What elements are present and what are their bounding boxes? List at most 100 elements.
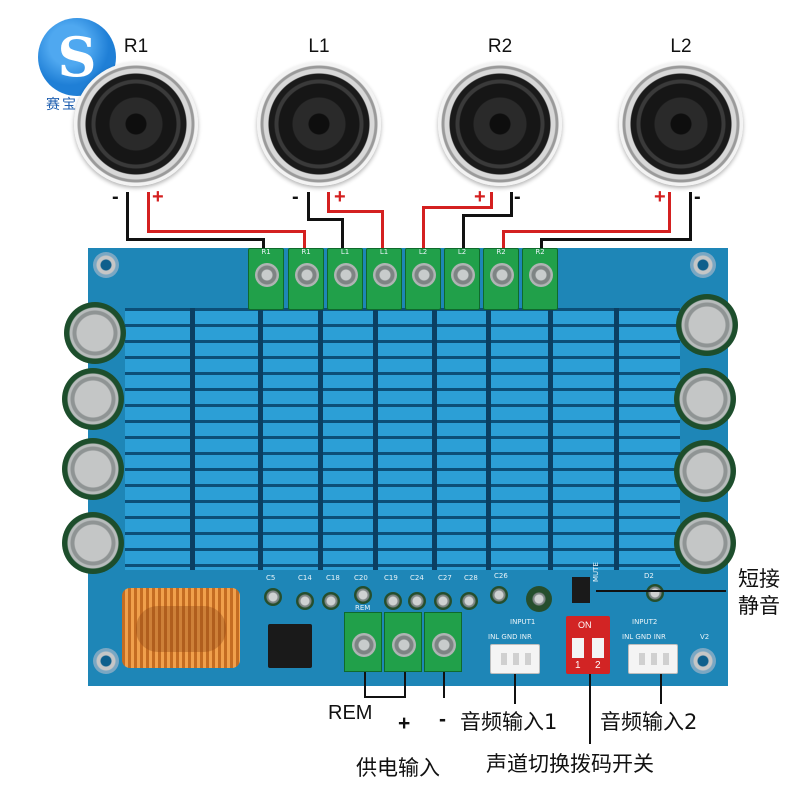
heatsink bbox=[125, 308, 680, 570]
power-terminal-rem[interactable] bbox=[344, 612, 382, 672]
capacitor bbox=[676, 294, 738, 356]
capacitor bbox=[62, 512, 124, 574]
screw-icon bbox=[529, 263, 553, 287]
screw-icon bbox=[432, 633, 456, 657]
silk-input2: INPUT2 bbox=[632, 618, 658, 626]
dip-on-label: ON bbox=[578, 620, 592, 630]
polarity-neg-r1: - bbox=[112, 186, 119, 208]
small-capacitor bbox=[384, 592, 402, 610]
capacitor bbox=[674, 368, 736, 430]
annotation-power-input: 供电输入 bbox=[356, 756, 440, 780]
speaker-label-r1: R1 bbox=[123, 36, 149, 57]
small-capacitor bbox=[296, 592, 314, 610]
annotation-channel-switch: 声道切换拨码开关 bbox=[486, 752, 654, 776]
mute-jumper-header[interactable] bbox=[572, 577, 590, 603]
speaker-l2 bbox=[619, 62, 743, 186]
silk-input1: INPUT1 bbox=[510, 618, 536, 626]
silk-c26: C26 bbox=[494, 572, 508, 580]
silk-input1-pins: INL GND INR bbox=[488, 633, 532, 641]
input2-connector[interactable] bbox=[628, 644, 678, 674]
silk-rem: REM bbox=[355, 604, 371, 612]
leader-mute bbox=[596, 590, 726, 592]
output-terminal[interactable]: L1 bbox=[366, 248, 402, 310]
silk-v2: V2 bbox=[700, 633, 710, 641]
channel-dip-switch[interactable]: ON 1 2 bbox=[566, 616, 610, 674]
silk-mute: MUTE bbox=[592, 562, 600, 582]
output-terminal[interactable]: R2 bbox=[483, 248, 519, 310]
small-capacitor bbox=[434, 592, 452, 610]
silk-c24: C24 bbox=[410, 574, 424, 582]
output-terminal[interactable]: R2 bbox=[522, 248, 558, 310]
dip-switch-2[interactable] bbox=[592, 638, 604, 658]
silk-c28: C28 bbox=[464, 574, 478, 582]
inductor-coil bbox=[122, 588, 240, 668]
capacitor bbox=[62, 438, 124, 500]
leader-minus bbox=[443, 672, 445, 698]
leader-input2 bbox=[660, 674, 662, 704]
silk-c5: C5 bbox=[266, 574, 276, 582]
output-terminal[interactable]: L2 bbox=[405, 248, 441, 310]
annotation-audio-input1: 音频输入1 bbox=[460, 710, 558, 734]
silk-c20: C20 bbox=[354, 574, 368, 582]
screw-icon bbox=[334, 263, 358, 287]
brand-logo-glyph: S bbox=[57, 25, 97, 89]
screw-icon bbox=[412, 263, 436, 287]
polarity-neg-r2: - bbox=[514, 186, 521, 208]
polarity-neg-l1: - bbox=[292, 186, 299, 208]
silk-c27: C27 bbox=[438, 574, 452, 582]
small-capacitor bbox=[490, 586, 508, 604]
leader-dip-switch bbox=[589, 674, 591, 744]
polarity-neg-l2: - bbox=[694, 186, 701, 208]
silk-input2-pins: INL GND INR bbox=[622, 633, 666, 641]
screw-icon bbox=[451, 263, 475, 287]
mounting-hole-top-left bbox=[93, 252, 119, 278]
small-capacitor bbox=[354, 586, 372, 604]
small-capacitor bbox=[408, 592, 426, 610]
annotation-minus: - bbox=[439, 708, 446, 731]
silk-c14: C14 bbox=[298, 574, 312, 582]
annotation-audio-input2: 音频输入2 bbox=[600, 710, 698, 734]
screw-icon bbox=[352, 633, 376, 657]
capacitor bbox=[64, 302, 126, 364]
output-terminal[interactable]: L1 bbox=[327, 248, 363, 310]
leader-input1 bbox=[514, 674, 516, 704]
annotation-short: 短接 bbox=[738, 567, 780, 591]
input1-connector[interactable] bbox=[490, 644, 540, 674]
bracket-power bbox=[364, 672, 406, 698]
dip-number-2: 2 bbox=[595, 660, 601, 671]
speaker-r2 bbox=[438, 62, 562, 186]
speaker-label-l2: L2 bbox=[670, 36, 692, 57]
output-terminal[interactable]: R1 bbox=[248, 248, 284, 310]
polarity-pos-r2: + bbox=[474, 186, 486, 208]
speaker-label-l1: L1 bbox=[308, 36, 330, 57]
power-terminal-positive[interactable] bbox=[384, 612, 422, 672]
screw-icon bbox=[373, 263, 397, 287]
speaker-label-r2: R2 bbox=[487, 36, 513, 57]
output-terminal[interactable]: L2 bbox=[444, 248, 480, 310]
silk-d2: D2 bbox=[644, 572, 654, 580]
polarity-pos-l1: + bbox=[334, 186, 346, 208]
capacitor bbox=[62, 368, 124, 430]
dip-number-1: 1 bbox=[575, 660, 581, 671]
screw-icon bbox=[295, 263, 319, 287]
power-terminal-negative[interactable] bbox=[424, 612, 462, 672]
annotation-plus: + bbox=[398, 712, 411, 735]
speaker-l1 bbox=[257, 62, 381, 186]
annotation-mute: 静音 bbox=[738, 594, 780, 618]
mounting-hole-bottom-left bbox=[93, 648, 119, 674]
capacitor bbox=[674, 440, 736, 502]
silk-c19: C19 bbox=[384, 574, 398, 582]
annotation-rem: REM bbox=[328, 702, 373, 724]
dip-switch-1[interactable] bbox=[572, 638, 584, 658]
small-capacitor bbox=[322, 592, 340, 610]
small-capacitor bbox=[460, 592, 478, 610]
small-capacitor bbox=[264, 588, 282, 606]
ic-chip bbox=[268, 624, 312, 668]
silk-c18: C18 bbox=[326, 574, 340, 582]
output-terminal[interactable]: R1 bbox=[288, 248, 324, 310]
screw-icon bbox=[392, 633, 416, 657]
led-d2 bbox=[646, 584, 664, 602]
capacitor bbox=[674, 512, 736, 574]
screw-icon bbox=[490, 263, 514, 287]
small-capacitor bbox=[526, 586, 552, 612]
